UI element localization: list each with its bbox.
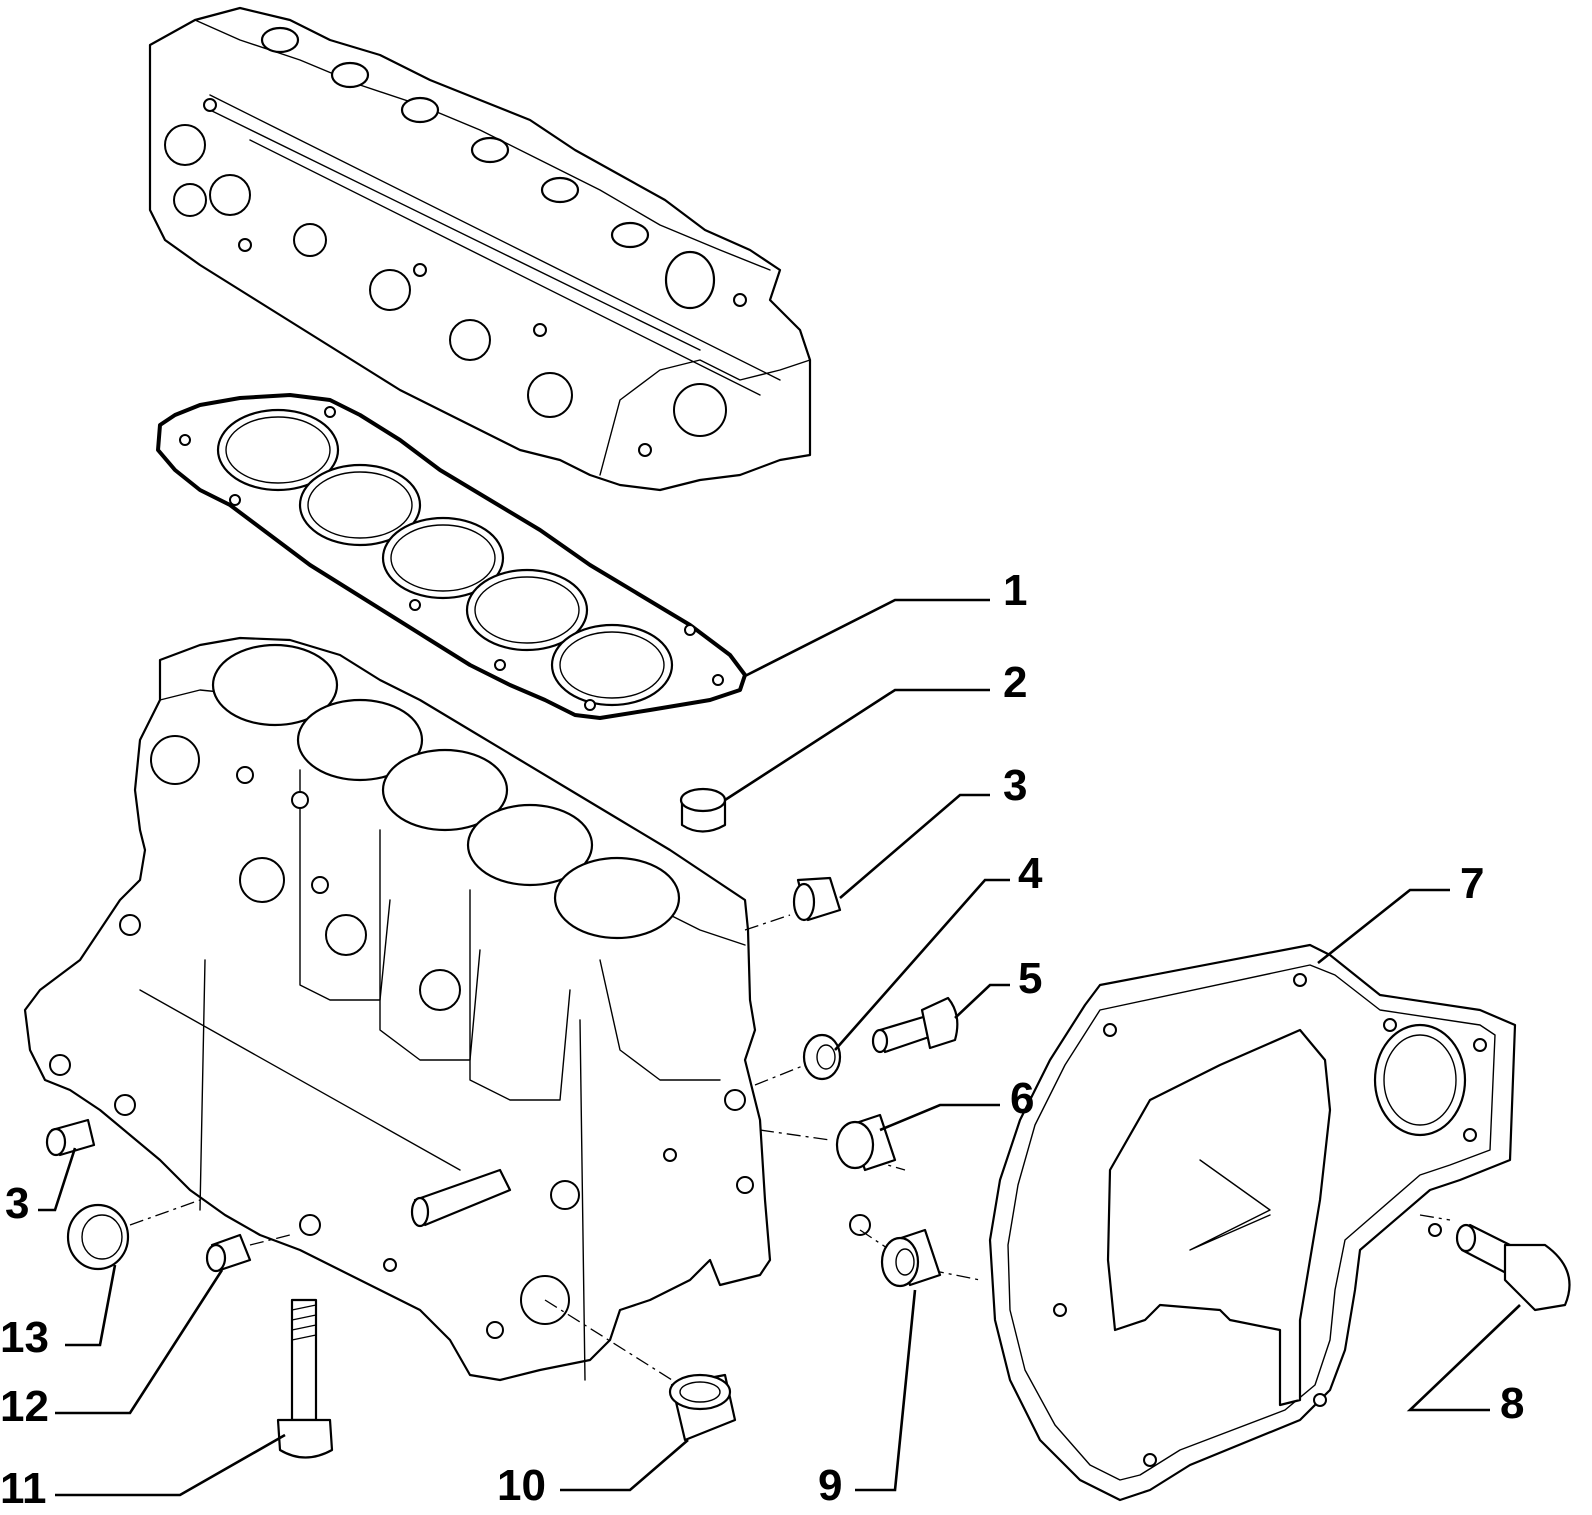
part-4-washer <box>802 1033 842 1081</box>
part-13-seal <box>66 1203 130 1271</box>
leader-13 <box>65 1264 117 1347</box>
part-6-bush <box>835 1113 897 1172</box>
part-5-bolt <box>871 996 959 1054</box>
part-8-bolt <box>1455 1223 1571 1312</box>
callout-6: 6 <box>1010 1074 1034 1123</box>
callout-12: 12 <box>0 1382 49 1431</box>
callout-2: 2 <box>1003 658 1027 707</box>
leader-10 <box>560 1439 689 1492</box>
part-2-dowel <box>679 787 727 833</box>
part-3-plug-upper <box>792 876 842 922</box>
cylinder-head <box>148 6 812 492</box>
callout-5: 5 <box>1018 954 1042 1003</box>
callout-3-upper: 3 <box>1003 761 1027 810</box>
leader-3-upper <box>839 793 990 899</box>
leader-11 <box>55 1433 286 1497</box>
leader-lines <box>38 598 1521 1497</box>
engine-block <box>23 636 871 1382</box>
leader-3-lower <box>38 1147 77 1212</box>
callout-10: 10 <box>497 1461 546 1510</box>
callout-7: 7 <box>1460 859 1484 908</box>
callout-13: 13 <box>0 1313 49 1362</box>
leader-1 <box>744 598 990 678</box>
part-10-seal <box>668 1373 737 1442</box>
callout-3-lower: 3 <box>5 1179 29 1228</box>
callout-4: 4 <box>1018 849 1043 898</box>
callout-11: 11 <box>0 1464 47 1513</box>
leader-8 <box>1406 1304 1521 1412</box>
leader-6 <box>879 1103 1000 1132</box>
leader-9 <box>855 1289 917 1492</box>
callout-9: 9 <box>818 1461 842 1510</box>
part-3-plug-lower <box>45 1118 96 1157</box>
callout-1: 1 <box>1003 566 1027 615</box>
part-9-bush <box>880 1228 942 1288</box>
part-7-rear-plate <box>988 943 1517 1502</box>
part-11-bolt <box>276 1298 334 1459</box>
leader-2 <box>724 688 990 802</box>
callout-labels: 1 2 3 4 5 6 7 8 9 10 11 12 13 3 <box>0 566 1524 1513</box>
leader-5 <box>954 983 1010 1019</box>
leader-4 <box>834 878 1010 1051</box>
callout-8: 8 <box>1500 1379 1524 1428</box>
head-gasket <box>156 393 747 720</box>
part-12-plug <box>205 1233 252 1273</box>
leader-12 <box>55 1269 224 1415</box>
leader-7 <box>1317 888 1450 965</box>
